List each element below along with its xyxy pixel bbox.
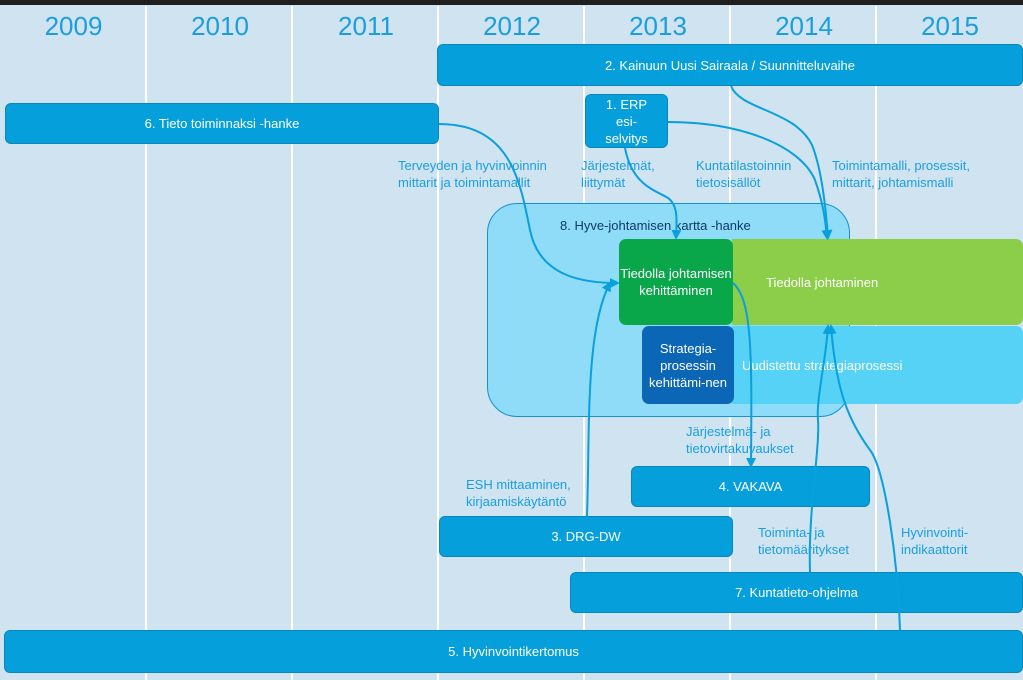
year-label-2013: 2013 [629, 11, 687, 41]
bar-drg-dw: 3. DRG-DW [439, 516, 733, 557]
bar-vakava: 4. VAKAVA [631, 466, 870, 507]
note-jarjestelmat: Järjestelmät, liittymät [581, 158, 655, 190]
arrow-hyvinvointi-to-johtaminen [826, 324, 901, 631]
arrow-erp-to-johtaminen [667, 121, 832, 240]
year-label-2010: 2010 [191, 11, 249, 41]
note-esh-mittaaminen: ESH mittaaminen, kirjaamiskäytäntö [466, 477, 571, 509]
arrow-kuntatieto-to-johtaminen [808, 324, 833, 573]
bar-kuntatieto: 7. Kuntatieto-ohjelma [570, 572, 1023, 613]
note-jarjestelma-tietovirta: Järjestelmä- ja tietovirtakuvaukset [686, 424, 794, 456]
note-terveyden-line: Terveyden ja hyvinvoinnin mittarit ja to… [398, 158, 547, 190]
arrow-kehittaminen-to-vakava [732, 282, 757, 468]
tiedolla-kehittaminen-box: Tiedolla johtamisen kehittäminen [619, 239, 733, 325]
year-label-2012: 2012 [483, 11, 541, 41]
note-kuntatilastoinnin: Kuntatilastoinnin tietosisällöt [696, 158, 792, 190]
note-toiminta-tieto: Toiminta- ja tietomääritykset [758, 525, 850, 557]
tiedolla-johtaminen-band: Tiedolla johtaminen [732, 239, 1023, 325]
bar-uusi-sairaala: 2. Kainuun Uusi Sairaala / Suunnitteluva… [437, 44, 1023, 86]
arrow-erp-to-kehittaminen [624, 147, 682, 240]
arrow-drg-to-kehittaminen [586, 281, 611, 517]
bar-tieto-toiminnaksi: 6. Tieto toiminnaksi -hanke [5, 103, 439, 144]
bar-erp-esiselvitys: 1. ERP esi-selvitys [585, 94, 668, 148]
strategiaprosessi-band: Uudistettu strategiaprosessi [732, 326, 1023, 404]
arrow-tieto-to-kehittaminen [438, 123, 620, 288]
year-label-2011: 2011 [338, 11, 394, 41]
note-toimintamalli: Toimintamalli, prosessit, mittarit, joht… [832, 158, 970, 190]
note-hyvinvointi-indikaattorit: Hyvinvointi-indikaattorit [901, 525, 969, 557]
bar-hyvinvointikertomus: 5. Hyvinvointikertomus [4, 630, 1023, 673]
year-label-2014: 2014 [775, 11, 833, 41]
year-label-2015: 2015 [921, 11, 979, 41]
hyve-zone-title: 8. Hyve-johtamisen kartta -hanke [560, 218, 751, 233]
note-terveyden-mittarit: Terveyden ja hyvinvoinnin mittarit ja to… [398, 157, 574, 191]
strategia-kehittaminen-box: Strategia-prosessin kehittämi-nen [642, 326, 734, 404]
arrow-sairaala-to-johtaminen [730, 85, 833, 240]
top-border [0, 0, 1023, 5]
year-label-2009: 2009 [44, 11, 103, 41]
